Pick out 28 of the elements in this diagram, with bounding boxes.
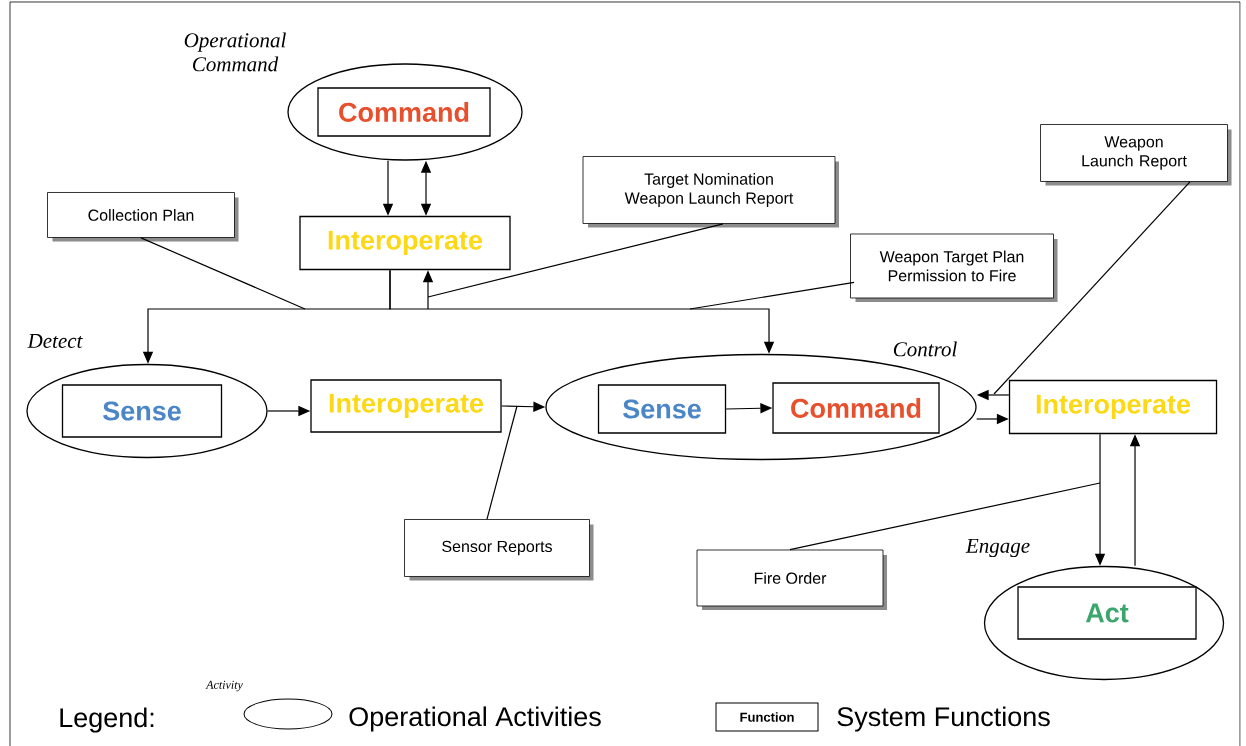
function-box: Interoperate — [299, 215, 511, 271]
note-box: Target Nomination Weapon Launch Report — [582, 156, 839, 228]
leader-line — [993, 181, 1191, 395]
activity-heading: Control — [893, 341, 957, 357]
function-box: Sense — [61, 384, 223, 438]
note-box: Sensor Reports — [404, 519, 594, 581]
leader-line — [140, 237, 306, 310]
note-box: Weapon Target Plan Permission to Fire — [850, 233, 1058, 302]
function-box: Act — [1017, 586, 1197, 640]
function-box: Sense — [597, 384, 727, 434]
legend-caption: Activity — [205, 680, 243, 692]
leader-line — [427, 223, 724, 298]
function-box: Command — [317, 87, 491, 137]
function-box: Interoperate — [310, 379, 502, 433]
leader-line — [689, 281, 855, 310]
leader-line — [486, 405, 518, 520]
function-box: Interoperate — [1008, 379, 1218, 435]
activity-heading: Engage — [965, 538, 1030, 558]
note-box: Weapon Launch Report — [1040, 124, 1232, 186]
note-box: Collection Plan — [47, 192, 239, 242]
legend-heading: Legend: — [60, 707, 154, 733]
note-box: Fire Order — [696, 549, 887, 610]
leader-line — [789, 482, 1101, 551]
legend-text: System Functions — [837, 706, 1050, 732]
activity-heading: Operational Command — [184, 32, 286, 72]
function-box: Command — [772, 382, 940, 434]
activity-heading: Detect — [27, 334, 83, 348]
legend-text: Operational Activities — [349, 706, 601, 732]
